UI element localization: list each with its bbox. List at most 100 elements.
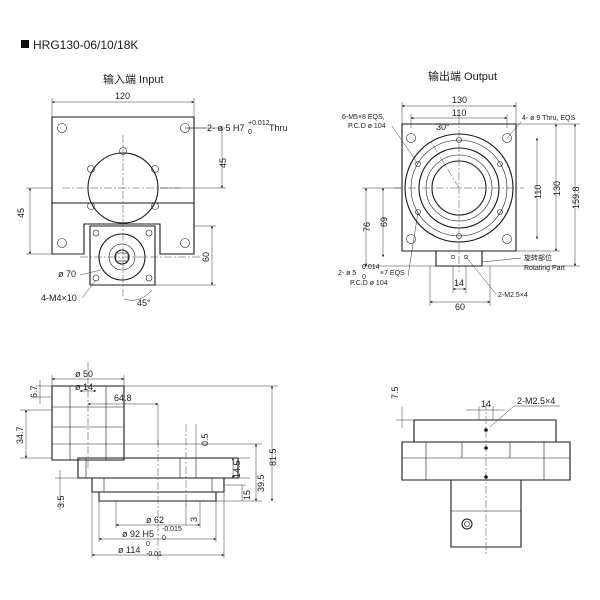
rotating-part-cn: 旋转部位: [524, 253, 552, 262]
dim-d14: ø 14: [75, 382, 93, 392]
title-bullet-icon: [21, 40, 29, 48]
rear-output-block: [450, 479, 522, 548]
output-thru-hole: [502, 133, 512, 143]
output-thru-hole: [502, 234, 512, 244]
dim-d75: 7.5: [390, 386, 400, 399]
output-m25-hole: [463, 254, 469, 260]
input-corner-hole: [180, 238, 190, 248]
dim-thru: 4- ø 9 Thru, EQS: [522, 115, 575, 122]
side-adapter-block: [51, 385, 125, 461]
input-bolt-hole: [151, 202, 159, 210]
dim-d35: 3.5: [56, 495, 66, 508]
dim-right45: 45: [218, 158, 228, 168]
input-corner-hole: [57, 238, 67, 248]
dim-angle30: 30°: [436, 122, 450, 132]
dim-d05: 0.5: [200, 433, 210, 446]
dim-d648: 64.8: [114, 393, 132, 403]
dim-angle45: 45°: [137, 298, 151, 308]
dim-d14: 14: [454, 278, 464, 288]
output-m5-hole: [497, 209, 503, 215]
leader-line: [489, 405, 515, 428]
rear-housing: [401, 441, 571, 481]
dim-d145: 14.5: [232, 460, 242, 478]
dim-v110: 110: [533, 185, 543, 199]
output-m5-hole: [497, 161, 503, 167]
dim-hole-tol-up: +0.012: [248, 120, 270, 127]
dim-d50: ø 50: [75, 369, 93, 379]
leader-line: [481, 257, 522, 263]
input-heading: 输入端 Input: [103, 72, 164, 86]
rear-pin-hole-inner: [464, 521, 470, 527]
input-m4-hole: [92, 274, 100, 282]
dim-v159: 159.8: [571, 186, 581, 209]
dim-d60: 60: [455, 302, 465, 312]
input-m4-hole: [92, 229, 100, 237]
dim-d92-tol-low: 0: [162, 535, 166, 542]
input-bolt-hole: [87, 202, 95, 210]
dim-d815: 81.5: [268, 448, 278, 466]
dim-d395: 39.5: [256, 474, 266, 492]
output-m25-hole: [450, 254, 456, 260]
dim-d92-tol-up: -0.015: [162, 526, 182, 533]
dim-right60: 60: [201, 252, 211, 262]
dim-dia70: ø 70: [58, 269, 76, 279]
leader-line: [391, 125, 419, 165]
dim-m25: 2-M2.5×4: [498, 292, 528, 299]
dim-hole-suffix: Thru: [269, 123, 288, 133]
input-m4-hole: [145, 274, 153, 282]
rotating-part-en: Rotating Part: [524, 265, 565, 272]
dim-pin-suffix: ×7 EQS: [380, 270, 405, 277]
dim-w110: 110: [452, 108, 466, 118]
dim-d3: 3: [189, 517, 199, 522]
dim-m25: 2-M2.5×4: [517, 396, 555, 406]
output-view: 输出端 Output 130 1: [338, 69, 581, 312]
output-m5-hole: [415, 161, 421, 167]
rear-pin-hole: [461, 518, 473, 530]
side-view: ø 50 ø 14 64.8 6.7 34.7 0.5 14.5 39.5: [15, 362, 278, 560]
dim-w130: 130: [452, 95, 467, 105]
rear-view: 7.5 14 2-M2.5×4: [390, 386, 571, 556]
leader-line: [79, 269, 102, 276]
dim-d114: ø 114: [118, 545, 140, 555]
dim-pin-tol-low: 0: [362, 274, 366, 281]
dim-v130: 130: [552, 181, 562, 196]
input-m4-hole: [145, 229, 153, 237]
output-m5-hole: [415, 209, 421, 215]
dim-d67: 6.7: [29, 385, 39, 398]
leader-line: [465, 256, 497, 295]
side-output-pilot: [98, 491, 217, 502]
input-bolt-hole: [151, 165, 159, 173]
dim-left45: 45: [16, 208, 26, 218]
dim-d14: 14: [481, 399, 491, 409]
dim-m4: 4-M4×10: [41, 293, 77, 303]
page-title: HRG130-06/10/18K: [33, 38, 138, 52]
dim-d114-tol-up: 0: [146, 541, 150, 548]
input-bolt-hole: [87, 165, 95, 173]
leader-line: [81, 279, 97, 299]
output-heading: 输出端 Output: [428, 69, 497, 83]
input-view: 输入端 Input 120 2-: [16, 72, 288, 308]
output-thru-hole: [406, 234, 416, 244]
dim-d114-tol-low: -0.01: [146, 551, 162, 558]
leader-line: [407, 211, 419, 277]
dim-pin-tol-up: 0.014: [362, 264, 380, 271]
dim-pcd2: P.C.D ø 104: [350, 280, 388, 287]
dim-hole-tol-low: 0: [248, 129, 252, 136]
dim-pin: 2- ø 5: [338, 270, 356, 277]
dim-d92: ø 92 H5: [122, 529, 154, 539]
output-thru-hole: [406, 133, 416, 143]
dim-v69: 69: [379, 217, 389, 227]
dim-pcd1: P.C.D ø 104: [348, 123, 386, 130]
angle-arc-45: [123, 289, 153, 301]
leader-line: [506, 121, 522, 139]
dim-d347: 34.7: [15, 426, 25, 444]
input-corner-hole: [57, 123, 67, 133]
dim-120: 120: [115, 91, 130, 101]
output-angle-line: [429, 139, 460, 189]
dim-v76: 76: [362, 222, 372, 232]
dim-d15: 15: [242, 490, 252, 500]
dim-m5: 6-M5×8 EQS,: [342, 114, 385, 121]
dim-d62: ø 62: [146, 515, 164, 525]
